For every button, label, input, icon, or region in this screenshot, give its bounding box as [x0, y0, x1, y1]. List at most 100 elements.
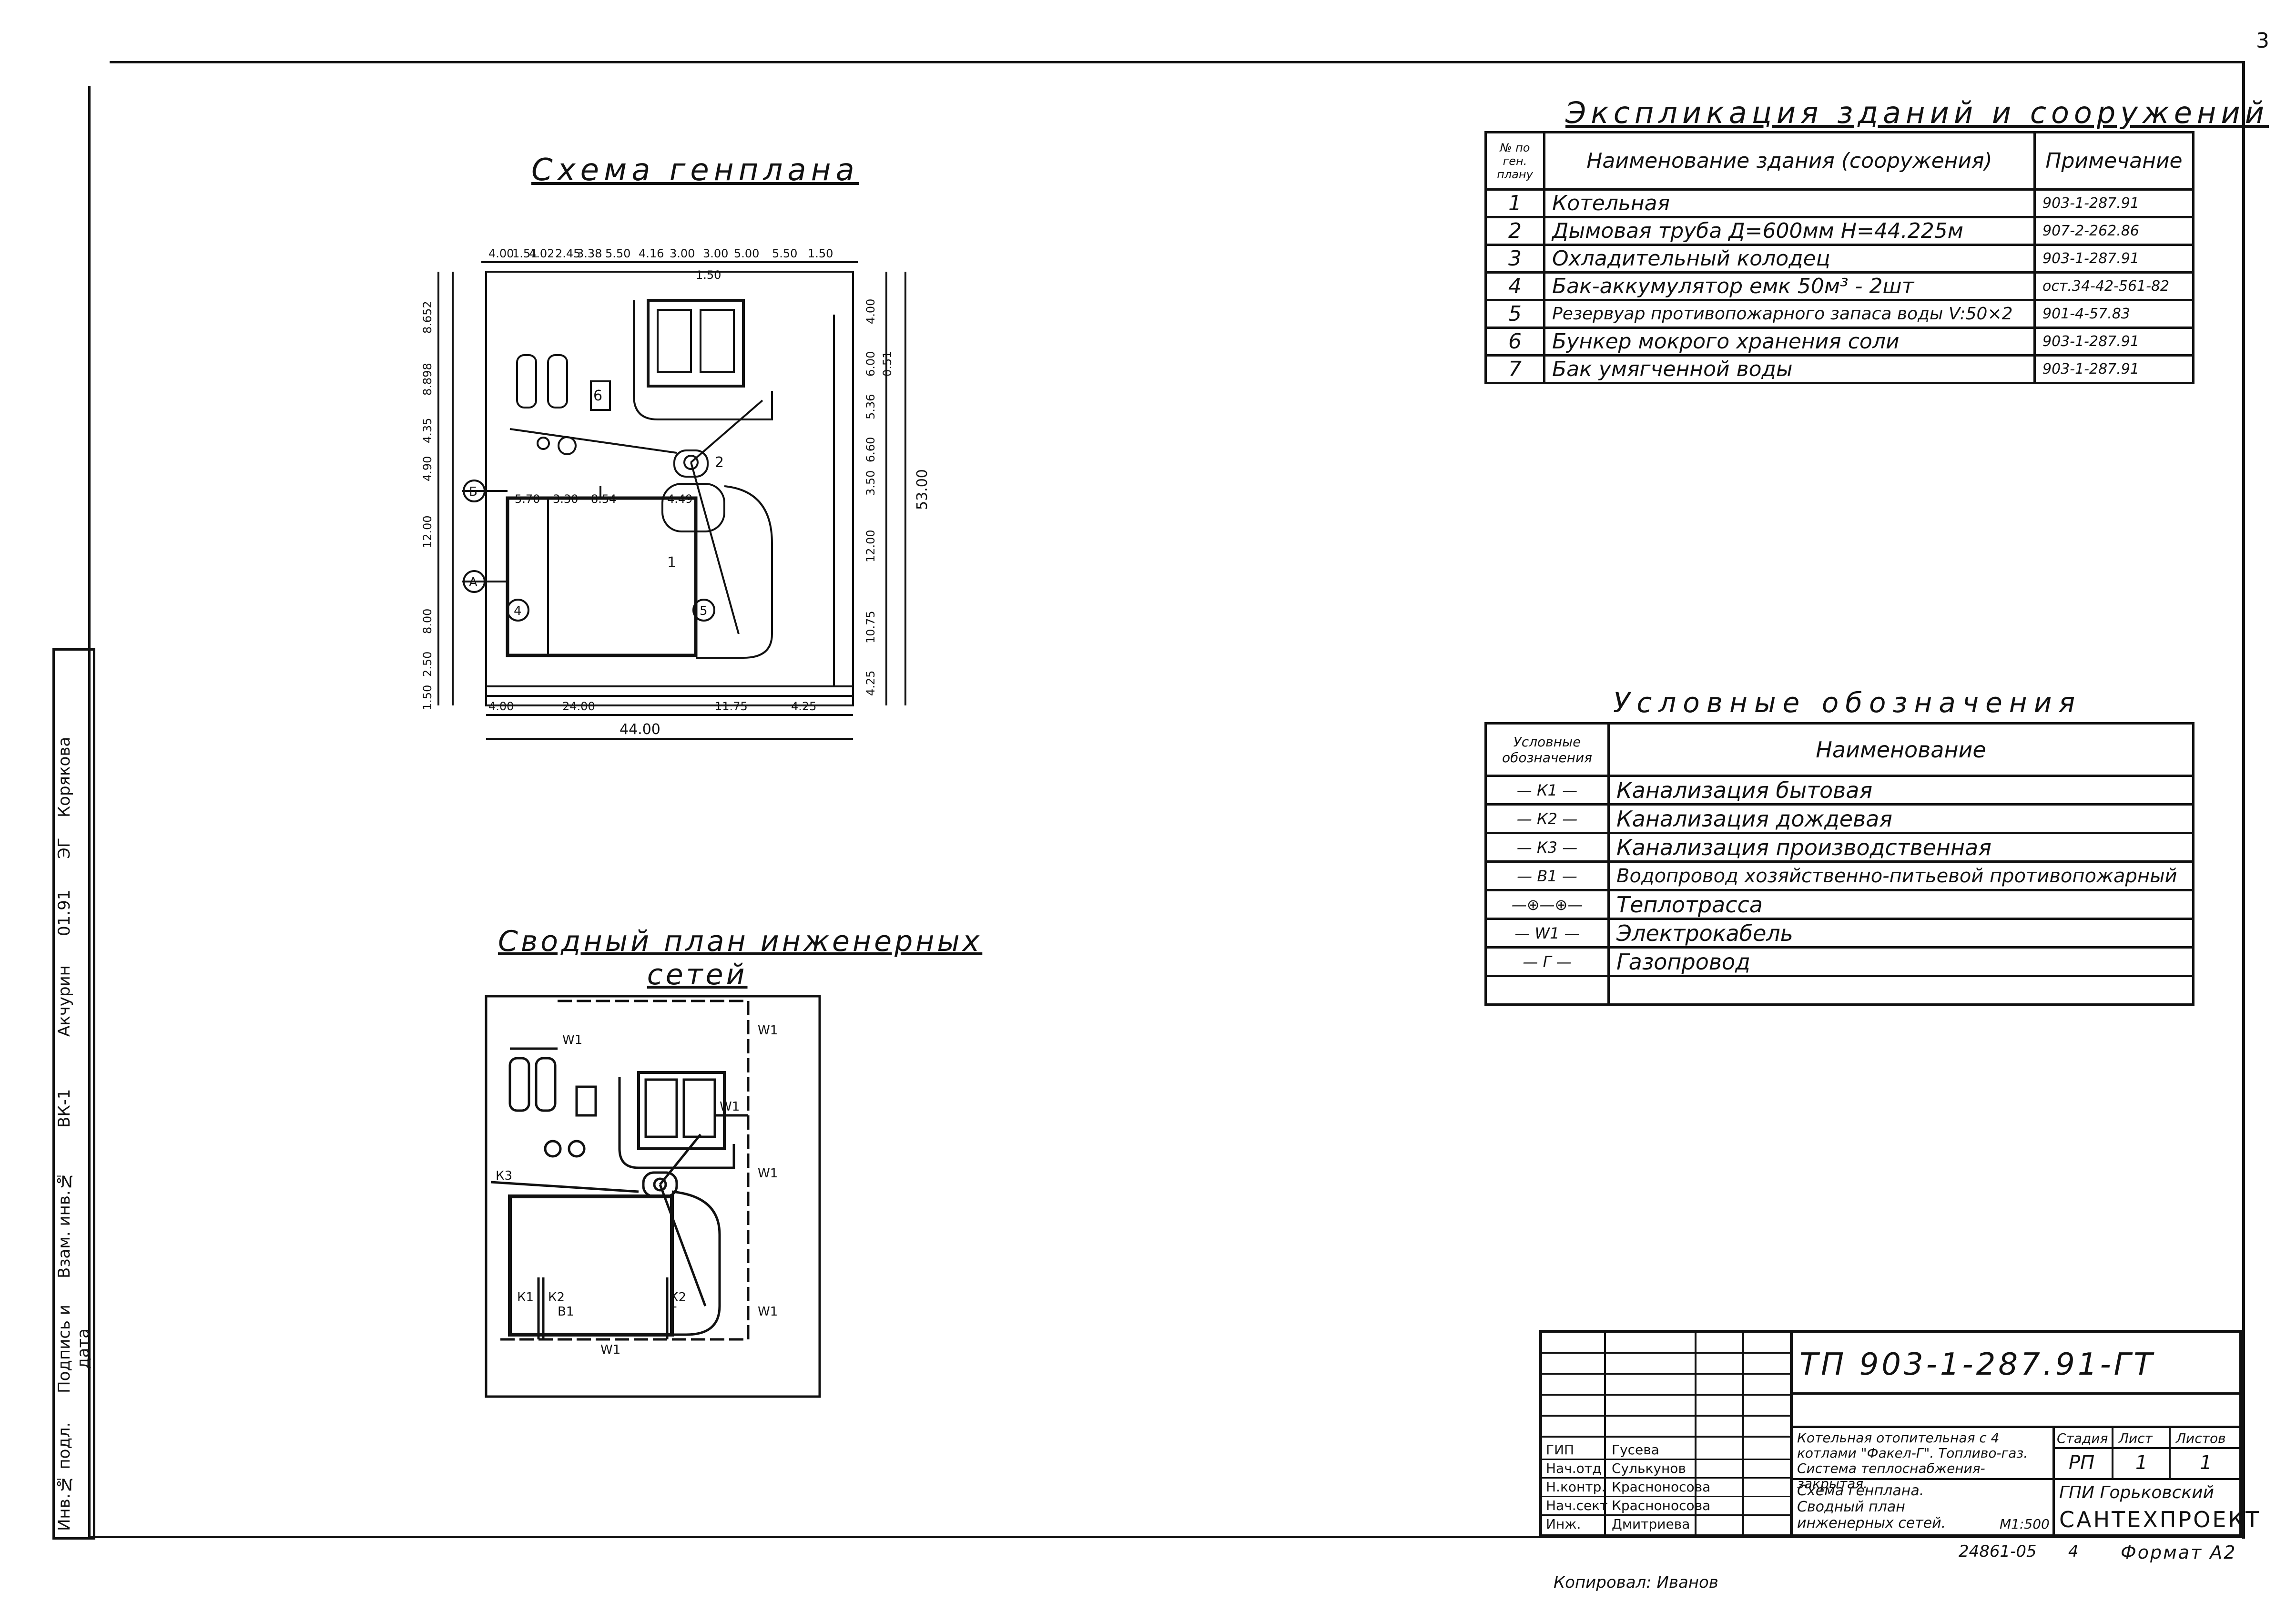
- label-2: 2: [715, 454, 724, 471]
- dim-left-6: 2.50: [421, 652, 434, 677]
- legend-sym: —⊕—⊕—: [1484, 889, 1610, 920]
- dim-top-1: 1.51: [512, 247, 538, 260]
- copied-by: Копировал: Иванов: [1554, 1573, 1718, 1592]
- legend-row: — W1 —Электрокабель: [1484, 918, 2194, 949]
- stamp-description: Котельная отопительная с 4 котлами "Факе…: [1797, 1430, 2028, 1491]
- dim-right-2: 0.51: [881, 351, 894, 377]
- dim-total-h: 53.00: [914, 469, 931, 510]
- net-label-g: Г: [670, 1305, 677, 1319]
- explication-name: Охладительный колодец: [1543, 244, 2036, 274]
- networks-boundary: [485, 995, 821, 1398]
- frame-bottom-line: [88, 1536, 2245, 1538]
- legend-name: Электрокабель: [1607, 918, 2194, 949]
- scheme-title: Схема генплана: [531, 153, 859, 188]
- stamp-role: Инж.: [1546, 1516, 1581, 1532]
- stamp-stage-label: Стадия: [2057, 1430, 2108, 1446]
- side-stamp-inv: Инв.№ подл.: [55, 1422, 74, 1531]
- net-label-w1-0: W1: [758, 1023, 778, 1038]
- legend-sym: — К1 —: [1484, 775, 1610, 806]
- dim-right-5: 3.50: [864, 470, 877, 496]
- legend-name: Канализация бытовая: [1607, 775, 2194, 806]
- net-label-k2-b: К2: [670, 1290, 686, 1305]
- dim-right-7: 10.75: [864, 611, 877, 643]
- side-stamp-sign: Подпись и дата: [55, 1305, 93, 1393]
- frame-right-line: [2242, 61, 2245, 1539]
- dim-bottom-0: 4.00: [488, 700, 514, 713]
- legend-title: Условные обозначения: [1613, 686, 2082, 719]
- explication-name: Резервуар противопожарного запаса воды V…: [1543, 299, 2036, 329]
- axis-b: Б: [469, 485, 477, 499]
- side-stamp: Инв.№ подл. Подпись и дата Взам. инв.№ В…: [52, 648, 95, 1540]
- explication-name: Бункер мокрого хранения соли: [1543, 327, 2036, 357]
- net-label-k1: К1: [517, 1290, 534, 1305]
- legend-row: — К1 —Канализация бытовая: [1484, 775, 2194, 806]
- format-page: 4: [2068, 1542, 2079, 1561]
- net-label-w1-3: W1: [600, 1343, 620, 1357]
- dim-right-0: 4.00: [864, 299, 877, 324]
- dim-bottom-1: 24.00: [562, 700, 595, 713]
- explication-table: № по ген. плану Наименование здания (соо…: [1484, 131, 2194, 384]
- dim-inner-0: 5.70: [515, 492, 540, 506]
- stamp-org-line1: ГПИ Горьковский: [2059, 1483, 2214, 1502]
- explication-note: 903-1-287.91: [2033, 188, 2194, 218]
- site-boundary: [485, 271, 854, 706]
- explication-note: 903-1-287.91: [2033, 244, 2194, 274]
- stamp-stage: РП: [2069, 1452, 2095, 1474]
- dim-top-sub: 1.50: [696, 268, 721, 282]
- explication-note: ост.34-42-561-82: [2033, 271, 2194, 301]
- explication-note: 903-1-287.91: [2033, 327, 2194, 357]
- stamp-role: Н.контр.: [1546, 1479, 1606, 1495]
- side-stamp-cell4: ЭГ: [55, 837, 74, 859]
- explication-no: 7: [1484, 354, 1545, 384]
- format-label: Формат А2: [2121, 1542, 2237, 1563]
- legend-header-row: Условные обозначения Наименование: [1484, 722, 2194, 777]
- legend-row: — В1 —Водопровод хозяйственно-питьевой п…: [1484, 860, 2194, 891]
- explication-note: 901-4-57.83: [2033, 299, 2194, 329]
- net-label-b1: В1: [558, 1305, 574, 1319]
- networks-title-line2: сетей: [647, 958, 748, 991]
- bunker-6: [590, 380, 611, 411]
- stamp-person-name: Сулькунов: [1612, 1460, 1686, 1476]
- explication-no: 6: [1484, 327, 1545, 357]
- dim-right-4: 6.60: [864, 437, 877, 462]
- explication-no: 2: [1484, 216, 1545, 246]
- explication-no: 3: [1484, 244, 1545, 274]
- dim-total-w: 44.00: [620, 721, 660, 738]
- salt-tank-2: [547, 354, 568, 408]
- label-1: 1: [667, 554, 676, 571]
- explication-name: Бак умягченной воды: [1543, 354, 2036, 384]
- side-stamp-cell1: ВК-1: [55, 1089, 74, 1128]
- tank-area: [647, 299, 745, 388]
- archive-number: 24861-05: [1959, 1542, 2037, 1561]
- frame-top-line: [110, 61, 2245, 63]
- axis-a: А: [469, 575, 477, 590]
- dim-left-0: 8.652: [421, 301, 434, 334]
- net-label-w1-4: W1: [562, 1033, 582, 1047]
- legend-name: Водопровод хозяйственно-питьевой противо…: [1607, 860, 2194, 891]
- legend-name: Теплотрасса: [1607, 889, 2194, 920]
- explication-no: 5: [1484, 299, 1545, 329]
- stamp-person-row: Инж. Дмитриева: [1542, 1516, 1790, 1533]
- stamp-org-line2: САНТЕХПРОЕКТ: [2059, 1507, 2261, 1532]
- legend-sym: — В1 —: [1484, 860, 1610, 891]
- label-6: 6: [593, 388, 602, 404]
- dim-right-8: 4.25: [864, 671, 877, 696]
- dim-bottom-2: 11.75: [715, 700, 748, 713]
- dim-inner-3: 4.49: [667, 492, 692, 506]
- legend-header-sym: Условные обозначения: [1484, 722, 1610, 777]
- stamp-person-name: Дмитриева: [1612, 1516, 1690, 1532]
- net-label-w1-1: W1: [758, 1166, 778, 1181]
- explication-no: 4: [1484, 271, 1545, 301]
- dim-top-5: 5.50: [605, 247, 630, 260]
- explication-name: Котельная: [1543, 188, 2036, 218]
- stamp-sheet-title: Схема генплана. Сводный план инженерных …: [1797, 1482, 1946, 1531]
- explication-header-note: Примечание: [2033, 131, 2194, 191]
